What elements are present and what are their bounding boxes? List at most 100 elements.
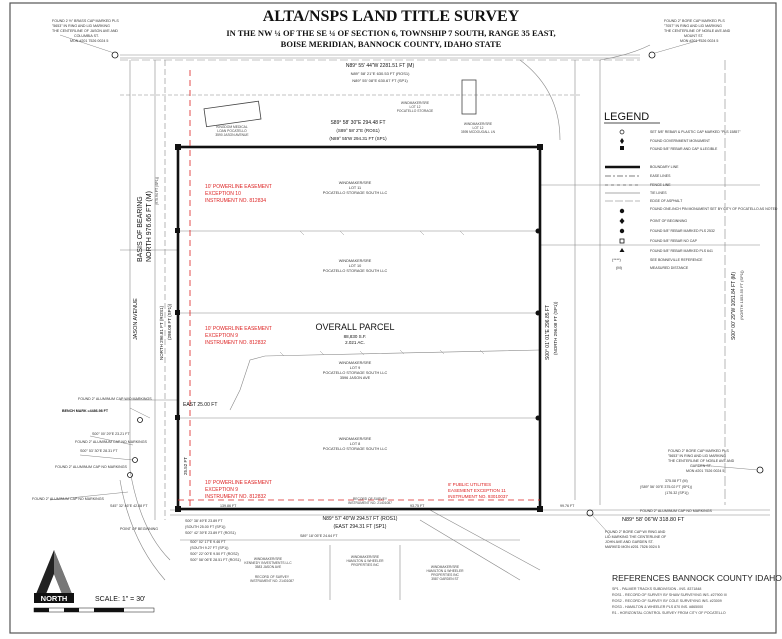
svg-text:POINT OF BEGINNING: POINT OF BEGINNING: [120, 527, 158, 531]
svg-text:INSTRUMENT NO. 93010037: INSTRUMENT NO. 93010037: [448, 494, 508, 499]
leader-lines: [49, 34, 759, 536]
svg-text:KINGDOM MEDICAL: KINGDOM MEDICAL: [216, 125, 247, 129]
svg-text:MON #201 7526 0024 5: MON #201 7526 0024 5: [70, 39, 108, 43]
svg-text:FOUND 5/8" REBAR MARKED PLS 64: FOUND 5/8" REBAR MARKED PLS 641: [650, 249, 713, 253]
svg-text:WINDMAKER/SRE: WINDMAKER/SRE: [431, 565, 460, 569]
svg-text:S89° 18' 05"E 24.64 FT: S89° 18' 05"E 24.64 FT: [300, 534, 338, 538]
svg-text:NORTH: NORTH: [41, 594, 68, 603]
svg-text:GARDEN ST.: GARDEN ST.: [690, 464, 712, 468]
corner-note-top-right: FOUND 2" BORE CAP MARKED PLS "7057" IN R…: [664, 19, 731, 43]
svg-text:ROS1 - RECORD OF SURVEY BY SHA: ROS1 - RECORD OF SURVEY BY SHAW SURVEYIN…: [612, 593, 727, 597]
svg-text:S00° 53' 30"E 28.31 FT: S00° 53' 30"E 28.31 FT: [80, 449, 118, 453]
svg-text:LOAN POCATELLO: LOAN POCATELLO: [217, 129, 247, 133]
bearing-left-r: (298.08 FT (SP1)): [167, 303, 172, 340]
references: REFERENCES BANNOCK COUNTY IDAHO SP1 - PA…: [612, 573, 782, 615]
dim-left-25: 25.52 FT: [183, 457, 188, 475]
bearing-top: N89° 55' 44"W 2281.51 FT (M): [346, 63, 415, 69]
svg-text:FOUND GOVERNMENT MONUMENT: FOUND GOVERNMENT MONUMENT: [650, 139, 711, 143]
easement-lines: [178, 70, 540, 509]
monuments: [111, 51, 764, 517]
svg-text:COLUMBIA ST.: COLUMBIA ST.: [74, 34, 99, 38]
svg-text:3583 JASON AVE: 3583 JASON AVE: [255, 565, 282, 569]
svg-text:10' POWERLINE EASEMENT: 10' POWERLINE EASEMENT: [205, 480, 272, 486]
title-main: ALTA/NSPS LAND TITLE SURVEY: [263, 8, 520, 25]
svg-text:WINDMAKER/SRE: WINDMAKER/SRE: [351, 555, 380, 559]
building-2: [461, 79, 477, 115]
svg-text:INSTRUMENT NO. 812832: INSTRUMENT NO. 812832: [205, 494, 266, 500]
svg-text:(SOUTH 9.27 FT (SP1)): (SOUTH 9.27 FT (SP1)): [190, 546, 228, 550]
svg-text:S00° 00' 29"E 23.21 FT: S00° 00' 29"E 23.21 FT: [92, 432, 130, 436]
bearing-parcel-top: S89° 58' 30"E 294.48 FT: [330, 120, 385, 126]
svg-text:PROPERTIES INC: PROPERTIES INC: [351, 563, 379, 567]
dim-c: 99.76 FT: [560, 504, 575, 508]
bearing-top-r1: N89° 58' 21"E 630.53 FT (ROS1): [351, 71, 411, 76]
svg-text:EDGE OF ASPHALT: EDGE OF ASPHALT: [650, 199, 683, 203]
svg-text:LOT 8: LOT 8: [350, 442, 360, 446]
svg-text:FOUND 2" BORE CAP MARKED PLS: FOUND 2" BORE CAP MARKED PLS: [668, 449, 729, 453]
svg-text:INSTRUMENT NO. 21401087: INSTRUMENT NO. 21401087: [250, 579, 294, 583]
basis-north: NORTH 976.66 FT (M): [146, 191, 153, 262]
svg-text:SET 5/8" REBAR & PLASTIC CAP M: SET 5/8" REBAR & PLASTIC CAP MARKED "PLS…: [650, 130, 741, 134]
bearing-parcel-bottom: N89° 57' 40"W 294.57 FT (ROS1): [323, 516, 398, 522]
lot-10-label: WINDMAKER/SRE LOT 10 POCATELLO STORAGE S…: [323, 259, 388, 273]
svg-text:MEASURED DISTANCE: MEASURED DISTANCE: [650, 266, 689, 270]
svg-text:3595 MCDOUGALL LN: 3595 MCDOUGALL LN: [461, 130, 496, 134]
svg-text:POINT OF BEGINNING: POINT OF BEGINNING: [650, 219, 687, 223]
svg-text:JOHN AVE AND GARDEN ST.: JOHN AVE AND GARDEN ST.: [605, 540, 654, 544]
svg-text:"7057" IN RING AND LID MARKING: "7057" IN RING AND LID MARKING: [664, 24, 722, 28]
svg-text:POCATELLO STORAGE SOUTH LLC: POCATELLO STORAGE SOUTH LLC: [323, 371, 388, 375]
svg-text:EXCEPTION 10: EXCEPTION 10: [205, 191, 241, 197]
svg-text:LOT 10: LOT 10: [349, 264, 362, 268]
neighbor-labels: KINGDOM MEDICAL LOAN POCATELLO 3590 JASO…: [215, 101, 495, 583]
svg-text:WINDMAKER/SRE: WINDMAKER/SRE: [339, 361, 372, 365]
svg-text:375.08 FT (M): 375.08 FT (M): [665, 479, 688, 483]
svg-text:FOUND 2" BORE CAP MARKED PLS: FOUND 2" BORE CAP MARKED PLS: [664, 19, 725, 23]
top-road: [120, 54, 640, 96]
svg-text:POCATELLO STORAGE: POCATELLO STORAGE: [397, 109, 434, 113]
svg-text:EASE LINES: EASE LINES: [650, 174, 671, 178]
svg-text:POCATELLO STORAGE SOUTH LLC: POCATELLO STORAGE SOUTH LLC: [323, 191, 388, 195]
svg-text:INSTRUMENT NO. 812832: INSTRUMENT NO. 812832: [205, 340, 266, 346]
legend: LEGEND SET 5/8" REBAR & PLASTIC CAP MARK…: [604, 111, 778, 270]
svg-text:EASEMENT EXCEPTION 11: EASEMENT EXCEPTION 11: [448, 488, 506, 493]
svg-text:S00° 38' 49"E 23.89 FT: S00° 38' 49"E 23.89 FT: [185, 519, 223, 523]
svg-text:FOUND 2" ALUMINUM CAP NO MARKI: FOUND 2" ALUMINUM CAP NO MARKINGS: [32, 497, 104, 501]
svg-text:WINDMAKER/SRE: WINDMAKER/SRE: [254, 557, 283, 561]
svg-text:(S89° 56' 00"E 375.02 FT (SP1): (S89° 56' 00"E 375.02 FT (SP1)): [640, 485, 692, 489]
building-1: [203, 100, 262, 128]
lot-11-label: WINDMAKER/SRE LOT 11 POCATELLO STORAGE S…: [323, 181, 388, 195]
lot-9-label: WINDMAKER/SRE LOT 9 POCATELLO STORAGE SO…: [323, 361, 388, 380]
svg-text:LOT 12: LOT 12: [410, 105, 421, 109]
svg-text:HAMILTON & WHEELER: HAMILTON & WHEELER: [346, 559, 384, 563]
svg-text:MOUNT ST.: MOUNT ST.: [684, 34, 704, 38]
svg-text:THE CENTERLINE OF NOBLE AVE AN: THE CENTERLINE OF NOBLE AVE AND: [668, 459, 735, 463]
svg-text:INSTRUMENT NO. 812834: INSTRUMENT NO. 812834: [205, 198, 266, 204]
corner-markers: [175, 144, 543, 512]
svg-text:WINDMAKER/SRE: WINDMAKER/SRE: [464, 122, 493, 126]
svg-text:MARKED MON #201 7526 0024 5: MARKED MON #201 7526 0024 5: [605, 545, 660, 549]
svg-text:THE CENTERLINE OF JASON AVE AN: THE CENTERLINE OF JASON AVE AND: [52, 29, 118, 33]
svg-text:FENCE LINE: FENCE LINE: [650, 183, 671, 187]
svg-text:3587 GARDEN ST: 3587 GARDEN ST: [431, 577, 458, 581]
svg-text:LID MARKING THE CENTERLINE OF: LID MARKING THE CENTERLINE OF: [605, 535, 667, 539]
bearing-parcel-top-r2: (N89° 55'W 294.31 FT (SP1): [329, 136, 387, 141]
north-arrow-icon: NORTH: [34, 550, 74, 603]
bearing-far-right-r: (NORTH 1053.55 FT (SP1)): [739, 270, 744, 320]
dim-east: EAST 25.00 FT: [183, 402, 217, 408]
basis-of-bearing: BASIS OF BEARING: [137, 196, 144, 262]
bearing-top-r2: N89° 55' 08"E 630.67 FT (SP1): [352, 78, 408, 83]
svg-text:ROS2 - RECORD OF SURVEY BY COL: ROS2 - RECORD OF SURVEY BY COLE SURVEYIN…: [612, 599, 722, 603]
svg-text:FOUND ONE-INCH PIN MONUMENT SE: FOUND ONE-INCH PIN MONUMENT SET BY CITY …: [650, 207, 778, 211]
left-notes: FOUND 2" ALUMINUM CAP W/O MARKINGS BENCH…: [32, 397, 158, 531]
easement-11-label: 8' PUBLIC UTILITIES EASEMENT EXCEPTION 1…: [448, 482, 508, 499]
parcel-name: OVERALL PARCEL: [315, 322, 394, 332]
bearing-parcel-top-r1: (S89° 58' 2"E (ROS1): [336, 128, 380, 133]
fence-ticks: [279, 230, 485, 357]
svg-text:FOUND 2" ALUMINUM CAP NO MARKI: FOUND 2" ALUMINUM CAP NO MARKINGS: [640, 509, 712, 513]
svg-text:REFERENCES BANNOCK COUNTY IDAH: REFERENCES BANNOCK COUNTY IDAHO: [612, 573, 782, 583]
bearing-bottom-right: N89° 58' 06"W 318.80 FT: [622, 517, 685, 523]
dim-a: 139.86 FT: [220, 504, 237, 508]
bearing-right: S00° 01' 01"E 296.85 FT: [545, 305, 551, 360]
svg-text:S00° 02' 17"E 9.46 FT: S00° 02' 17"E 9.46 FT: [190, 540, 226, 544]
